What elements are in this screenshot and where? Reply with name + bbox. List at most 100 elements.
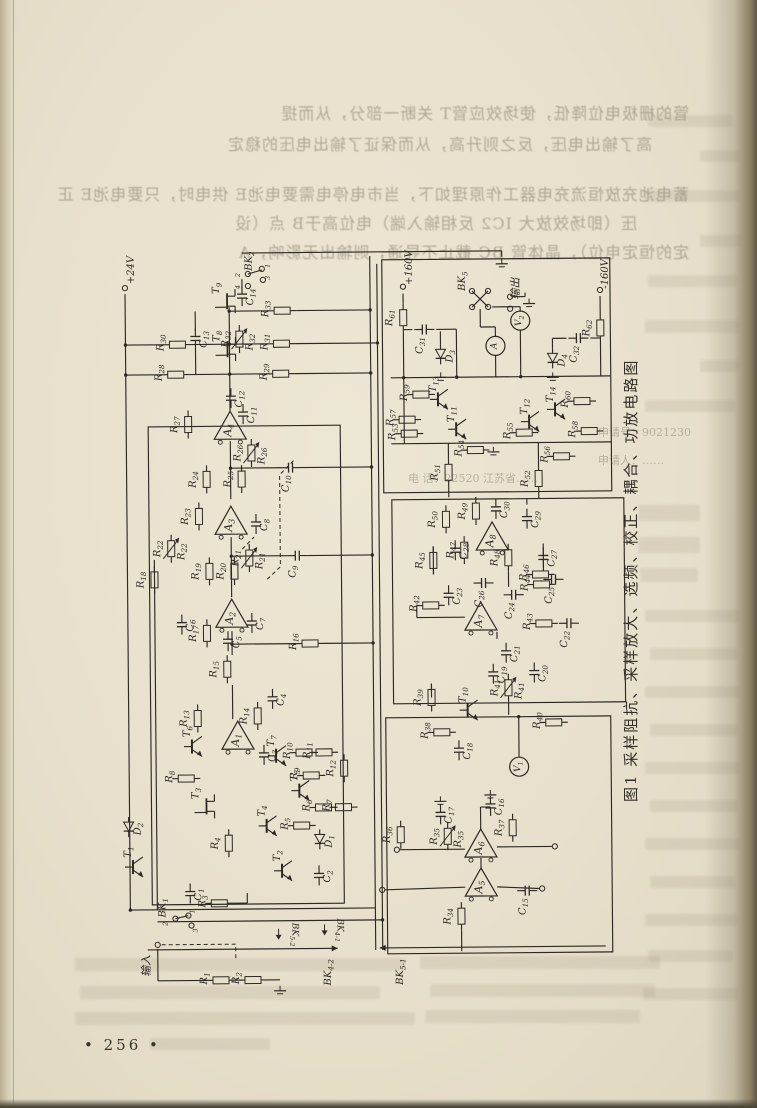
res-R48	[504, 549, 513, 567]
res-R17: R17	[188, 625, 201, 643]
meter-V1: V1	[513, 761, 525, 772]
cap-C13: C13	[198, 331, 211, 348]
res-R61: R61	[384, 309, 397, 327]
res-R42	[422, 601, 440, 610]
signal-arrowhead	[379, 944, 386, 951]
res-R50: R50	[427, 511, 440, 529]
ghost-smudge-bar	[150, 1038, 270, 1050]
npn-T5: T5	[289, 770, 302, 782]
vres-R21: R21	[230, 550, 243, 568]
res-R42: R42	[409, 595, 422, 613]
meter-A: A	[489, 342, 499, 350]
ghost-text-line-1: 高了输出电压，反之则升高，从而保证了输出电压的稳定	[226, 135, 652, 154]
label-输出: 输出	[509, 277, 522, 300]
terminal	[244, 270, 251, 278]
cap-C29: C29	[530, 511, 543, 528]
vres-R32: R32	[244, 333, 257, 351]
npn-T4: T4	[256, 805, 269, 817]
terminal	[469, 303, 476, 311]
wire	[376, 263, 384, 950]
vres-R32: R32	[220, 330, 233, 348]
cap-C7: C7	[255, 617, 268, 630]
signal-arrow	[379, 945, 606, 949]
terminal	[259, 276, 266, 283]
wire	[471, 290, 489, 308]
wire	[399, 848, 465, 851]
res-R61	[399, 309, 408, 327]
vres-R22	[175, 537, 180, 544]
junction-dot	[369, 371, 373, 375]
res-R16: R16	[288, 633, 301, 651]
res-R44: R44	[519, 574, 532, 592]
res-R24: R24	[188, 471, 201, 489]
cap-C28: C28	[458, 542, 471, 559]
res-R58: R58	[567, 420, 580, 438]
cap-C6: C6	[185, 619, 198, 632]
res-R51	[444, 463, 453, 481]
res-R14: R14	[239, 707, 252, 725]
res-R20: R20	[215, 562, 228, 580]
res-R43	[535, 619, 553, 628]
npn-T6	[197, 750, 203, 757]
res-R23	[194, 507, 204, 526]
wire	[497, 886, 540, 890]
res-R17	[202, 624, 212, 642]
wire	[295, 342, 378, 345]
label-+24V: +24V	[126, 254, 137, 284]
res-R18: R18	[135, 571, 148, 589]
ghost-text-line-3: 压（即场效放大 IC2 反相输入端）电位高于B 点（设	[234, 214, 637, 233]
res-R8: R8	[164, 770, 177, 784]
res-R2	[244, 975, 262, 985]
res-R15: R15	[208, 661, 221, 679]
wire	[294, 372, 371, 375]
wire	[232, 643, 297, 645]
res-R25: R25	[223, 470, 236, 488]
res-R12: R12	[325, 760, 338, 778]
meter-V2	[510, 310, 531, 331]
npn-T13	[443, 403, 449, 410]
label-BK4-2: BK4-2	[323, 959, 336, 987]
opamp-A3	[218, 534, 224, 540]
junction-dot	[370, 553, 374, 557]
res-R50	[441, 510, 451, 528]
terminal	[507, 305, 514, 312]
cap-C19: C19	[496, 666, 509, 683]
res-R13	[193, 709, 202, 728]
opamp-A4	[237, 439, 243, 445]
res-R54	[466, 445, 484, 455]
vres-R22: R22	[152, 540, 165, 558]
block-border	[385, 715, 614, 955]
res-R8	[177, 774, 195, 783]
res-R19: R19	[190, 563, 203, 581]
cap-C5: C5	[231, 636, 244, 649]
label-BK1: BK1	[157, 898, 170, 919]
signal-arrowhead	[331, 945, 338, 952]
vres-R22	[162, 539, 179, 560]
terminal	[468, 287, 476, 295]
vres-R26: R26	[232, 444, 245, 462]
switch-pos-number: 3	[192, 928, 200, 932]
res-R56	[552, 452, 570, 461]
label-BK5-1: BK5-1	[395, 958, 408, 986]
opamp-A3: A3	[222, 519, 237, 533]
cap-C15: C15	[517, 898, 530, 915]
label--160V: -160V	[600, 257, 611, 289]
res-R47: R47	[445, 541, 458, 559]
res-R62	[596, 319, 605, 337]
vres-R41	[500, 678, 516, 699]
res-R25	[237, 470, 246, 488]
res-R34: R34	[442, 907, 455, 925]
opamp-A3	[214, 504, 249, 535]
res-R13: R13	[179, 710, 192, 728]
res-R49	[471, 502, 480, 520]
vres-R21	[253, 546, 258, 553]
block-border	[381, 257, 613, 494]
opamp-A6	[463, 827, 498, 858]
label-BK5-2: BK5-2	[288, 922, 300, 947]
opamp-A4	[213, 409, 248, 440]
res-R5	[293, 821, 311, 830]
npn-T1	[132, 856, 144, 865]
cap-C8: C8	[259, 518, 272, 531]
vres-R26	[255, 441, 260, 448]
